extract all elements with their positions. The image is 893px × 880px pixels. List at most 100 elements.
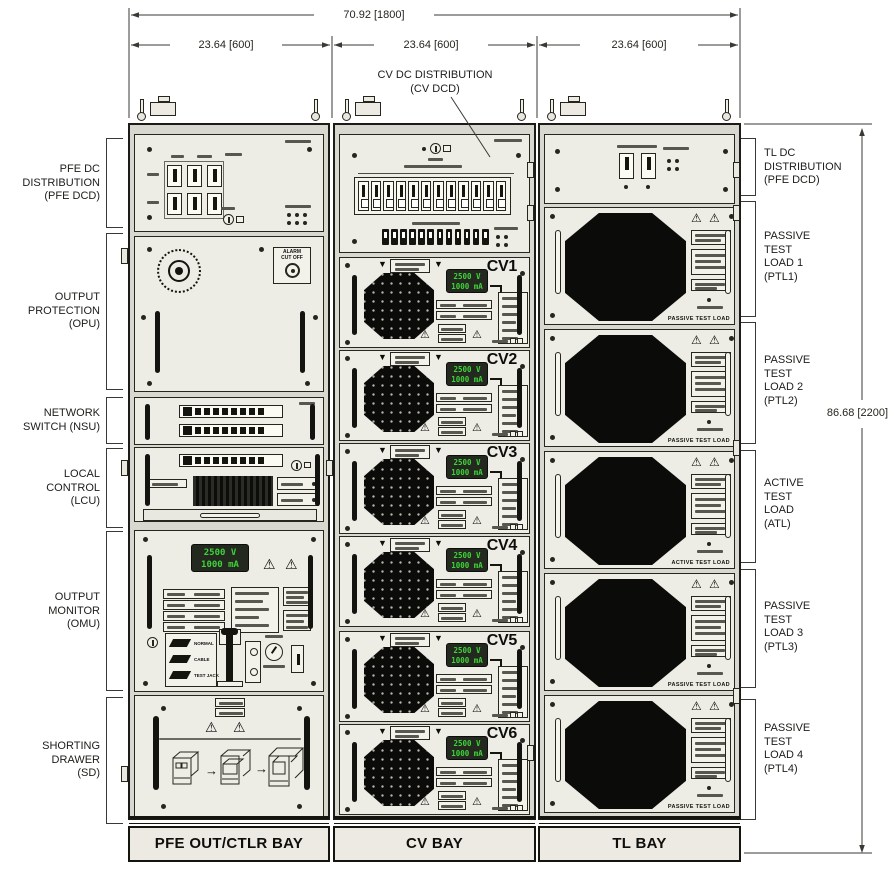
microtext: [463, 489, 487, 493]
microtext: [695, 626, 721, 629]
handle-slot: [155, 311, 160, 373]
microtext: [463, 314, 487, 318]
label-row: [436, 778, 492, 787]
microtext: [463, 593, 487, 597]
breaker: [433, 181, 444, 211]
label-block: [438, 613, 466, 622]
breaker: [495, 181, 506, 211]
warning-icon: ⚠: [420, 796, 430, 808]
warning-icon: ⚠: [472, 608, 482, 620]
warning-icon: ⚠: [691, 211, 702, 225]
aux-connector: [400, 229, 407, 245]
drive-led: [312, 498, 316, 502]
chevron-down-icon: ▼: [434, 726, 443, 736]
microtext: [494, 227, 518, 230]
microtext: [492, 807, 508, 810]
label-block: [691, 474, 731, 489]
arrow-right-icon: →: [205, 763, 218, 778]
drive-bay: [277, 477, 319, 490]
aux-connector: [382, 229, 389, 245]
microtext: [695, 775, 717, 778]
microtext: [395, 542, 425, 545]
microtext: [194, 615, 220, 618]
chevron-down-icon: ▼: [434, 633, 443, 643]
converter-breaker-strip: [354, 177, 511, 215]
handle-slot: [517, 554, 522, 614]
connector: [510, 617, 516, 623]
label-block: [215, 708, 245, 717]
breaker: [420, 181, 431, 211]
port: [195, 408, 201, 415]
breaker-grid: [164, 161, 224, 219]
microtext: [219, 711, 243, 715]
port: [213, 427, 219, 434]
microtext: [167, 593, 185, 596]
group-bracket: [106, 697, 123, 824]
screw: [345, 637, 350, 642]
microtext: [697, 550, 723, 553]
microtext: [440, 407, 456, 411]
microtext: [286, 626, 308, 629]
panel-pfe-dcd: [134, 134, 324, 232]
cv-module-name: CV6: [486, 725, 518, 742]
fan-caution-label: [390, 445, 430, 459]
group-bracket: [741, 569, 756, 688]
screw: [520, 364, 525, 369]
group-bracket: [106, 531, 123, 691]
breaker: [358, 181, 369, 211]
screw: [729, 580, 734, 585]
warning-icon: ⚠: [285, 556, 298, 572]
warning-icon: ⚠: [472, 515, 482, 527]
lifting-bracket: [150, 96, 176, 116]
screw: [161, 804, 166, 809]
emergency-stop-ring: [168, 260, 190, 282]
hinge-tab: [733, 205, 740, 221]
warning-icon: ⚠: [691, 577, 702, 591]
warning-icon: ⚠: [691, 699, 702, 713]
dim-bay1-width: 23.64 [600]: [170, 38, 282, 52]
screw: [147, 147, 152, 152]
microtext: [219, 701, 243, 705]
microtext: [502, 679, 518, 682]
microtext: [502, 687, 522, 690]
cv-module: CV5 ▼ ▼ 2500 V 1000 mA: [339, 631, 530, 722]
microtext: [441, 701, 463, 705]
label-block: [691, 230, 731, 245]
aux-connector: [463, 229, 471, 245]
lever-stem: [226, 631, 233, 681]
alarm-cutoff-dot: [290, 268, 295, 273]
microtext: [695, 266, 727, 269]
breaker: [370, 181, 381, 211]
breaker: [167, 165, 182, 187]
hinge-tab: [121, 460, 128, 476]
load-vent-octagon: [565, 579, 686, 687]
handle-slot: [315, 454, 320, 506]
warning-icon: ⚠: [709, 211, 720, 225]
port: [222, 427, 228, 434]
microtext: [697, 794, 723, 797]
microtext: [147, 201, 159, 204]
connector: [517, 431, 523, 437]
drive-bay: [277, 493, 319, 506]
microtext: [286, 620, 304, 623]
cv-module: CV3 ▼ ▼ 2500 V 1000 mA: [339, 443, 530, 534]
fan-grille: [364, 366, 434, 432]
load-module-footer-label: PASSIVE TEST LOAD: [667, 438, 730, 444]
dim-bay2-width: 23.64 [600]: [374, 38, 488, 52]
aux-connector: [436, 229, 444, 245]
screw: [550, 679, 555, 684]
microtext: [695, 382, 721, 385]
handle-slot: [147, 555, 152, 629]
breaker: [445, 181, 456, 211]
microtext: [695, 649, 725, 652]
microtext: [502, 398, 518, 401]
connector: [517, 617, 523, 623]
flow-arrow: [490, 752, 502, 754]
eyebolt-base: [547, 112, 556, 121]
label-row: [436, 767, 492, 776]
flow-arrow: [490, 471, 502, 473]
warning-icon: ⚠: [205, 719, 218, 735]
rotary-pointer: [270, 646, 278, 654]
fan-grille: [364, 552, 434, 618]
microtext: [695, 632, 727, 635]
